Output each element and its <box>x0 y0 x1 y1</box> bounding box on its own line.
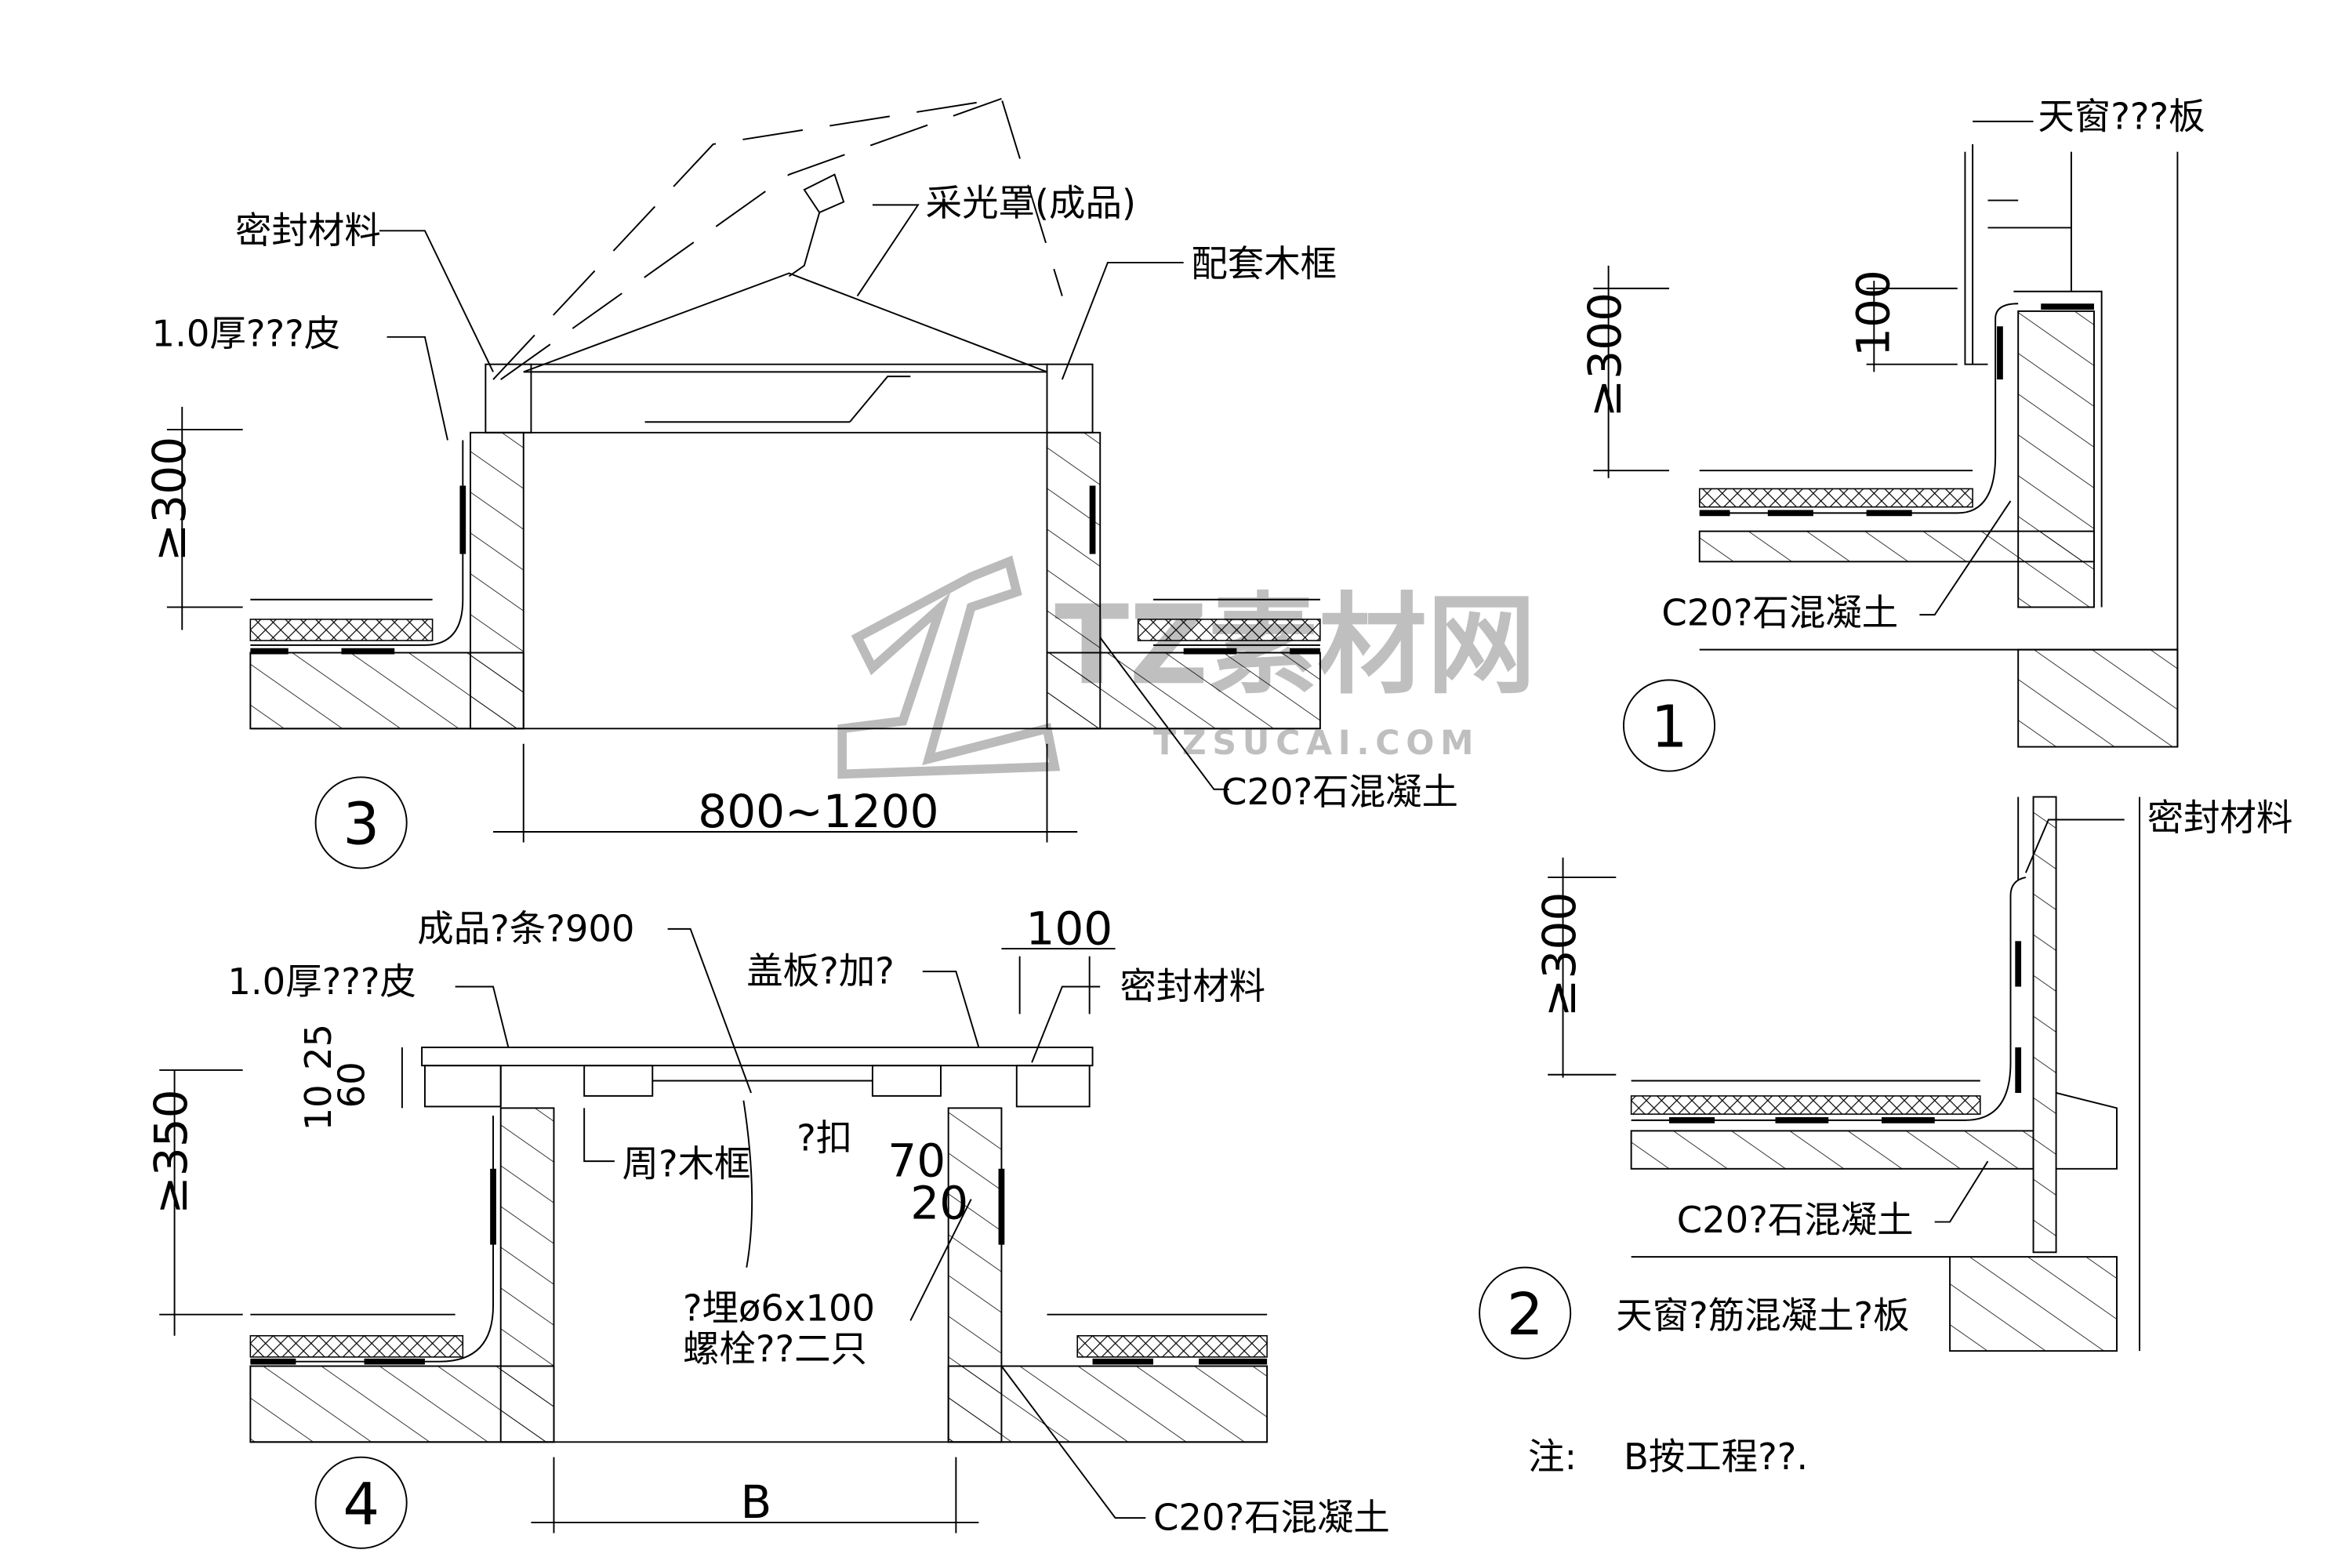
d4-label-bolt-1: ?埋ø6x100 <box>683 1287 875 1329</box>
d4-dim-20: 20 <box>910 1177 968 1230</box>
note-prefix: 注: <box>1528 1436 1577 1478</box>
d4-label-strip: 成品?条?900 <box>417 907 634 949</box>
d4-dim-70: 70 <box>887 1134 946 1187</box>
note: 注: B按工程??. <box>1528 1436 1808 1478</box>
d3-label-wood-frame: 配套木框 <box>1191 242 1337 285</box>
d1-marker: 1 <box>1651 695 1688 761</box>
detail-2: ≥300 密封材料 C20?石混凝土 天窗?筋混凝土?板 2 <box>1479 796 2293 1359</box>
d3-label-concrete: C20?石混凝土 <box>1221 771 1458 813</box>
watermark-url: TZSUCAI.COM <box>1153 724 1479 763</box>
detail-4: ≥350 10 25 60 100 70 20 B 成品?条?900 1.0厚?… <box>144 902 1390 1549</box>
d4-dim-10: 10 <box>297 1084 339 1131</box>
d4-label-surround-frame: 周?木框 <box>622 1142 751 1185</box>
d4-dim-width: B <box>741 1475 772 1529</box>
d1-label-panel: 天窗???板 <box>2038 96 2205 138</box>
d4-marker: 4 <box>343 1472 379 1538</box>
d1-label-concrete: C20?石混凝土 <box>1661 592 1898 634</box>
d2-label-concrete: C20?石混凝土 <box>1677 1199 1914 1241</box>
detail-1: ≥300 100 天窗???板 C20?石混凝土 1 <box>1578 96 2205 772</box>
d3-label-membrane: 1.0厚???皮 <box>152 312 341 354</box>
d2-label-sealant: 密封材料 <box>2147 797 2293 839</box>
d3-dim-opening: 800~1200 <box>698 785 938 838</box>
d4-label-cover-board: 盖板?加? <box>746 950 895 993</box>
d3-label-sealant: 密封材料 <box>235 209 381 252</box>
d3-marker: 3 <box>343 791 379 858</box>
d4-dim-height: ≥350 <box>144 1089 198 1214</box>
d3-label-skylight-cover: 采光罩(成品) <box>926 182 1136 224</box>
detail-3: ≥300 800~1200 密封材料 1.0厚???皮 采光罩(成品) 配套木框… <box>143 97 1458 869</box>
d4-dim-25: 25 <box>297 1024 339 1070</box>
note-text: B按工程??. <box>1624 1436 1808 1478</box>
d1-dim-100: 100 <box>1847 270 1900 357</box>
d4-label-membrane: 1.0厚???皮 <box>227 960 416 1003</box>
d2-label-slab: 天窗?筋混凝土?板 <box>1616 1294 1909 1337</box>
d4-dim-100: 100 <box>1025 902 1112 955</box>
d4-label-bolt-2: 螺栓??二只 <box>683 1328 867 1370</box>
d1-dim-height: ≥300 <box>1578 292 1632 418</box>
d3-dim-height: ≥300 <box>143 437 196 562</box>
d2-dim-height: ≥300 <box>1533 892 1586 1018</box>
d4-label-concrete: C20?石混凝土 <box>1153 1497 1390 1539</box>
d4-label-buckle: ?扣 <box>797 1117 852 1160</box>
d2-marker: 2 <box>1507 1282 1544 1348</box>
d4-dim-60: 60 <box>331 1062 373 1108</box>
d4-label-sealant: 密封材料 <box>1120 965 1265 1007</box>
